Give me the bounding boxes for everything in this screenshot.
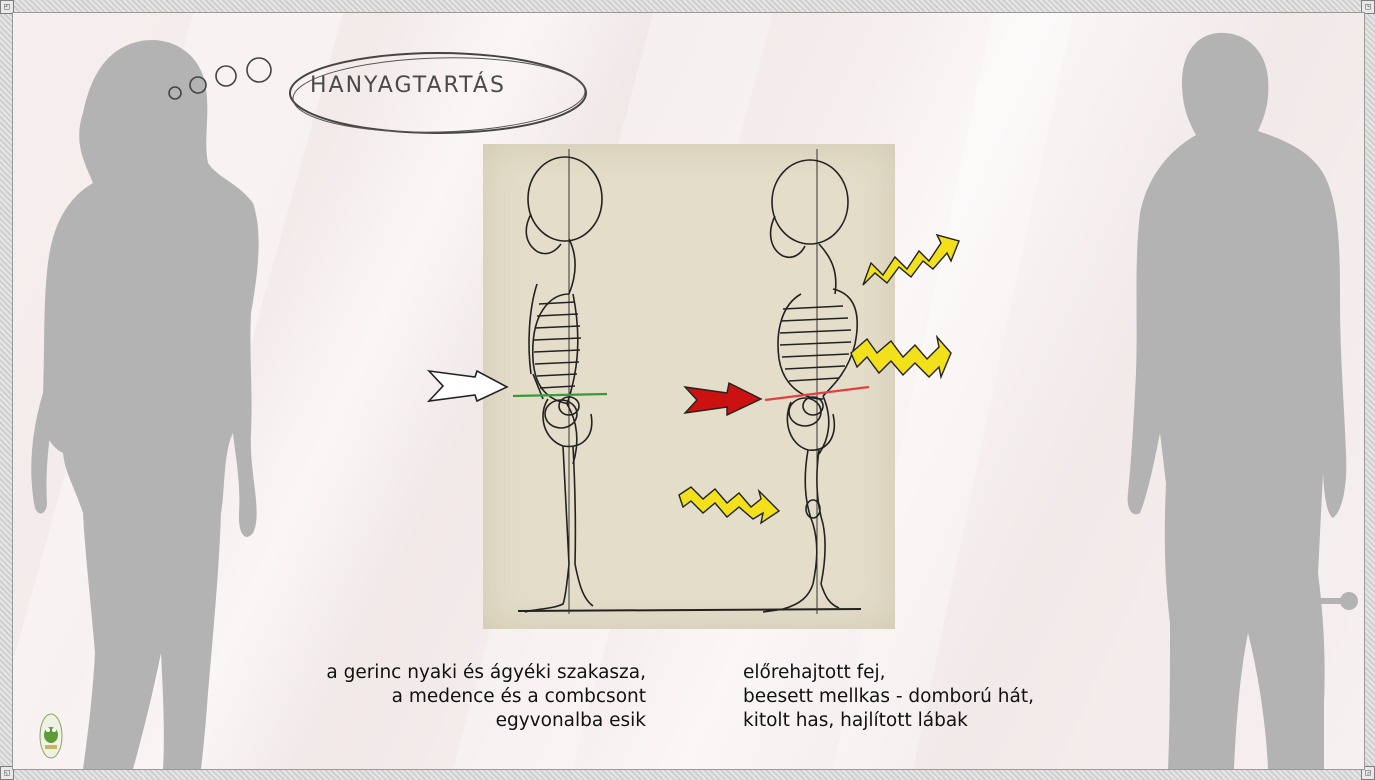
slide-canvas: HANYAGTARTÁS [12, 12, 1365, 770]
thought-bubble-icon [153, 43, 593, 153]
zigzag-arrow-icon [849, 335, 953, 385]
skeleton-bad-posture [763, 160, 857, 612]
zigzag-arrow-icon [861, 233, 961, 293]
caption-line: kitolt has, hajlított lábak [743, 709, 1034, 733]
arrow-right-icon [683, 379, 763, 419]
caption-line: egyvonalba esik [326, 709, 646, 733]
slide-title: HANYAGTARTÁS [310, 73, 506, 98]
skeleton-good-posture [525, 157, 602, 612]
caption-bad-posture: előrehajtott fej, beesett mellkas - domb… [743, 661, 1034, 733]
alignment-line-good [513, 394, 607, 396]
arrow-right-icon [427, 369, 509, 403]
caption-line: előrehajtott fej, [743, 661, 1034, 685]
zigzag-arrow-icon [677, 483, 781, 527]
caption-good-posture: a gerinc nyaki és ágyéki szakasza, a med… [326, 661, 646, 733]
caption-line: beesett mellkas - domború hát, [743, 685, 1034, 709]
caption-line: a medence és a combcsont [326, 685, 646, 709]
frog-logo-icon [39, 713, 63, 759]
caption-line: a gerinc nyaki és ágyéki szakasza, [326, 661, 646, 685]
male-silhouette [1078, 13, 1364, 769]
